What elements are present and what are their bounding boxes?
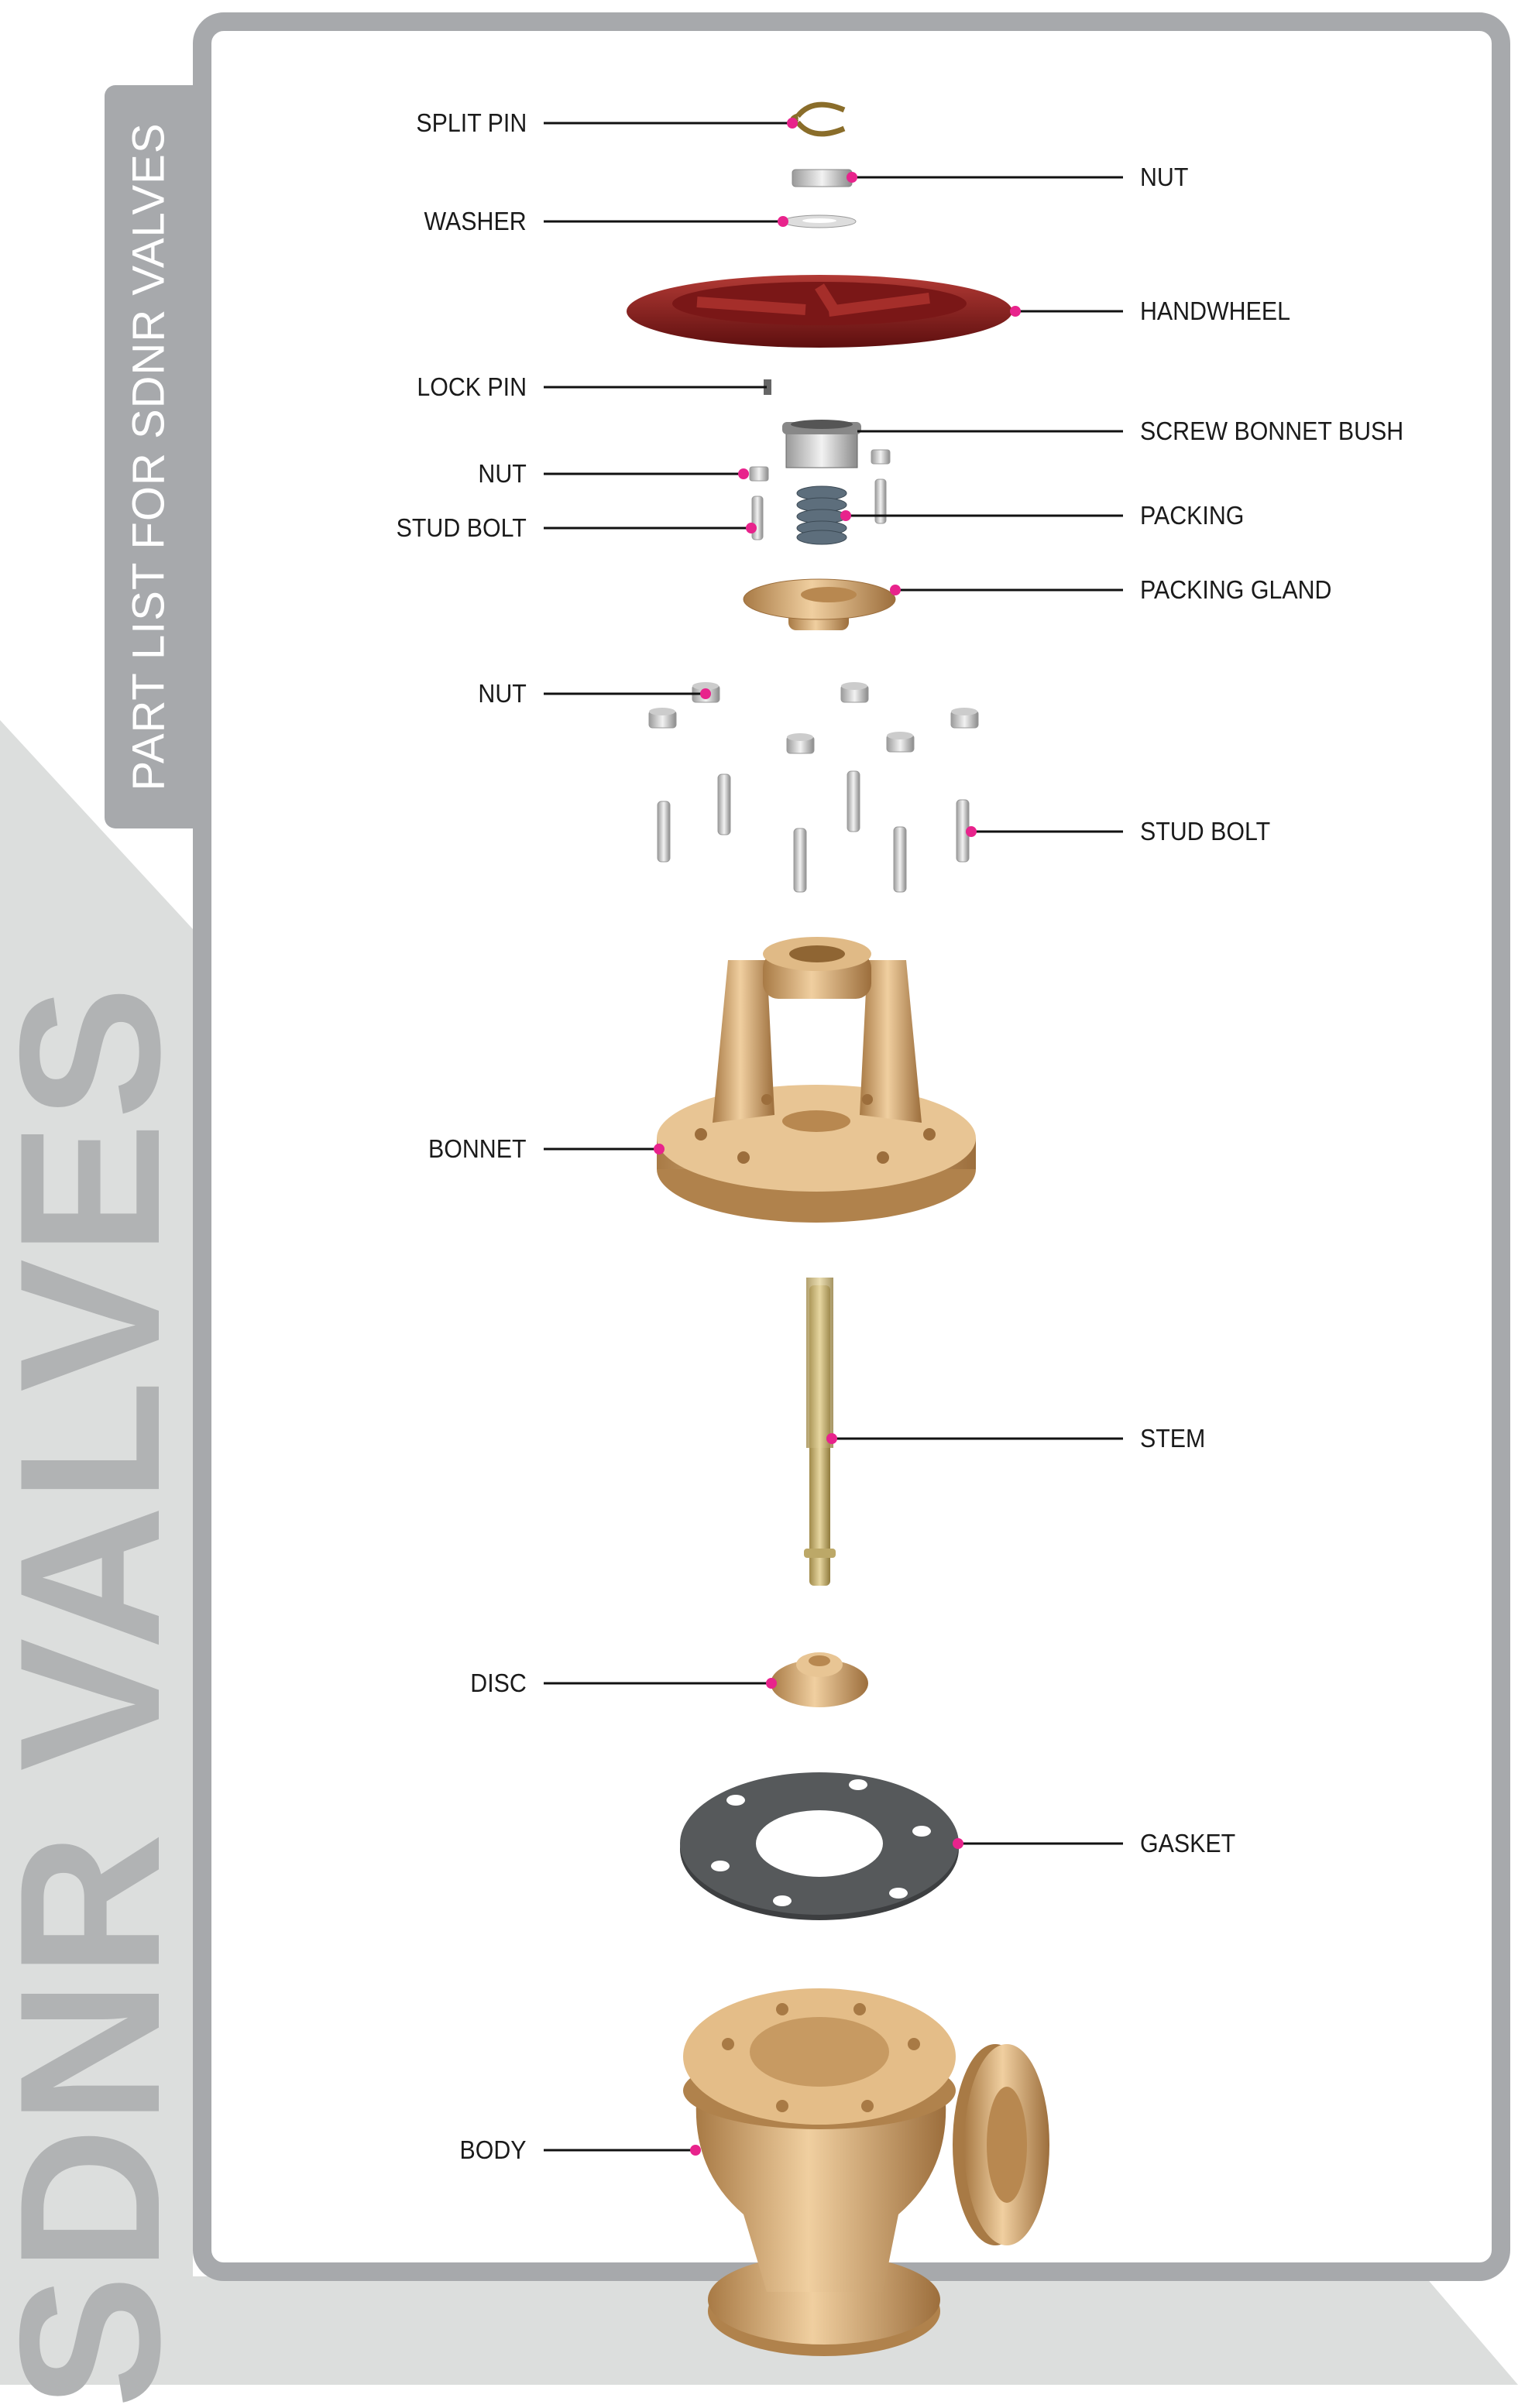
leader-dot bbox=[766, 1678, 777, 1689]
stud-bolt-part bbox=[847, 770, 860, 832]
leader-dot bbox=[890, 585, 901, 595]
small-nut-left bbox=[749, 466, 769, 482]
leader-dot bbox=[690, 2145, 701, 2156]
stem-part bbox=[804, 1278, 836, 1586]
leader-dot bbox=[778, 216, 788, 227]
part-label: BODY bbox=[459, 2135, 527, 2164]
packing-gland-part bbox=[743, 578, 896, 630]
leader-dot bbox=[700, 688, 711, 699]
part-label: SPLIT PIN bbox=[416, 108, 527, 137]
leader-dot bbox=[787, 118, 798, 129]
nut-part bbox=[950, 708, 979, 729]
leader-dot bbox=[826, 1433, 837, 1444]
stud-bolt-part bbox=[793, 828, 807, 893]
part-label: PACKING GLAND bbox=[1140, 575, 1332, 604]
leader-dot bbox=[1010, 306, 1021, 317]
part-label: HANDWHEEL bbox=[1140, 297, 1290, 325]
top-nut-part bbox=[792, 169, 853, 187]
part-label: LOCK PIN bbox=[417, 372, 527, 401]
bonnet-stud-bolts bbox=[657, 770, 970, 893]
body-part bbox=[683, 1988, 1049, 2356]
part-label: BONNET bbox=[428, 1134, 527, 1163]
part-label: PACKING bbox=[1140, 501, 1245, 530]
stud-bolt-part bbox=[657, 801, 671, 863]
gasket-part bbox=[680, 1772, 959, 1920]
screw-bonnet-bush-part bbox=[782, 420, 861, 468]
part-label: WASHER bbox=[424, 207, 527, 235]
nut-part bbox=[648, 708, 677, 729]
nut-part bbox=[786, 733, 815, 754]
title-tab: PART LIST FOR SDNR VALVES bbox=[105, 85, 193, 828]
leader-dot bbox=[953, 1838, 963, 1849]
part-label: NUT bbox=[1140, 163, 1189, 191]
split-pin-part bbox=[790, 101, 846, 137]
packing-part bbox=[796, 485, 847, 545]
washer-part bbox=[782, 214, 857, 228]
bonnet-nuts bbox=[648, 682, 979, 754]
part-label: DISC bbox=[470, 1669, 527, 1697]
small-stud-bolt-right bbox=[874, 479, 887, 524]
leader-dot bbox=[847, 172, 857, 183]
disc-part bbox=[771, 1652, 868, 1707]
leader-dot bbox=[746, 523, 757, 533]
leader-dot bbox=[738, 468, 749, 479]
stud-bolt-part bbox=[893, 826, 907, 893]
stud-bolt-part bbox=[717, 774, 731, 835]
leader-lines bbox=[544, 118, 1123, 2156]
bonnet-part bbox=[657, 937, 976, 1223]
nut-part bbox=[886, 732, 915, 753]
part-label: GASKET bbox=[1140, 1829, 1236, 1857]
nut-part bbox=[840, 682, 869, 703]
part-label: STUD BOLT bbox=[396, 513, 527, 542]
small-nut-right bbox=[871, 449, 891, 465]
part-label: NUT bbox=[478, 459, 527, 488]
part-label: SCREW BONNET BUSH bbox=[1140, 417, 1404, 445]
small-stud-bolt-left bbox=[751, 496, 764, 540]
leader-dot bbox=[966, 826, 977, 837]
part-label: STEM bbox=[1140, 1424, 1206, 1453]
handwheel-part bbox=[627, 275, 1012, 348]
leader-dot bbox=[840, 510, 851, 521]
leader-dot bbox=[654, 1144, 665, 1154]
part-label: NUT bbox=[478, 679, 527, 708]
part-label: STUD BOLT bbox=[1140, 817, 1271, 846]
lock-pin-part bbox=[764, 379, 771, 395]
